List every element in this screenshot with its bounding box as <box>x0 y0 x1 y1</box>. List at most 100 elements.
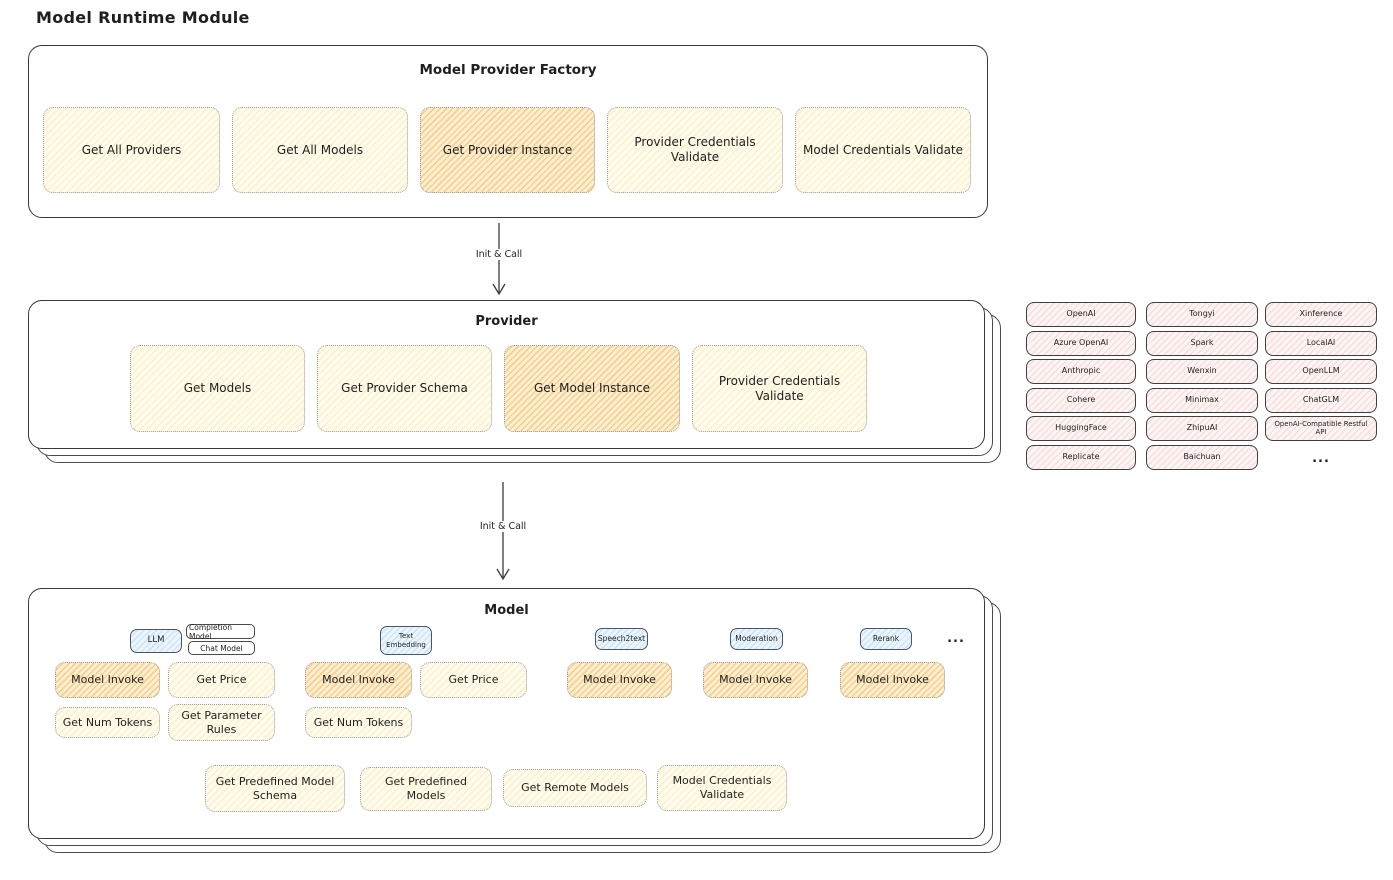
node-speech2text-model-invoke: Model Invoke <box>567 662 672 698</box>
node-model-credentials-validate-2: Model Credentials Validate <box>657 765 787 811</box>
vendor-huggingface: HuggingFace <box>1026 416 1136 441</box>
vendor-localai: LocalAI <box>1265 331 1377 356</box>
node-rerank-model-invoke: Model Invoke <box>840 662 945 698</box>
node-provider-credentials-validate: Provider Credentials Validate <box>607 107 783 193</box>
node-llm-get-num-tokens: Get Num Tokens <box>55 707 160 738</box>
node-label: Model Invoke <box>583 673 656 687</box>
node-label: Get Provider Instance <box>442 142 573 157</box>
vendor-label: OpenAI <box>1066 309 1096 319</box>
vendor-tongyi: Tongyi <box>1146 302 1258 327</box>
vendor-label: Minimax <box>1185 395 1219 405</box>
vendor-label: HuggingFace <box>1055 423 1107 433</box>
node-label: Model Invoke <box>719 673 792 687</box>
node-label: Get Parameter Rules <box>181 708 262 736</box>
badge-speech2text: Speech2text <box>595 628 648 650</box>
node-label: Get Remote Models <box>521 781 629 795</box>
vendor-openai: OpenAI <box>1026 302 1136 327</box>
node-get-provider-schema: Get Provider Schema <box>317 345 492 432</box>
node-label: Get Num Tokens <box>62 715 153 729</box>
vendor-wenxin: Wenxin <box>1146 359 1258 384</box>
node-llm-model-invoke: Model Invoke <box>55 662 160 698</box>
page-title: Model Runtime Module <box>36 8 250 27</box>
node-embedding-model-invoke: Model Invoke <box>305 662 412 698</box>
vendor-minimax: Minimax <box>1146 388 1258 413</box>
badge-moderation: Moderation <box>730 628 783 650</box>
node-label: Get Predefined Model Schema <box>215 774 335 802</box>
badge-label: Rerank <box>872 633 900 643</box>
badge-label: LLM <box>147 635 165 646</box>
node-label: Model Credentials Validate <box>672 774 772 801</box>
vendor-label: Replicate <box>1062 452 1100 462</box>
node-get-predefined-models: Get Predefined Models <box>360 767 492 811</box>
node-get-models: Get Models <box>130 345 305 432</box>
node-get-all-models: Get All Models <box>232 107 408 193</box>
vendor-azure-openai: Azure OpenAI <box>1026 331 1136 356</box>
model-box-title: Model <box>484 603 529 618</box>
vendor-label: Wenxin <box>1187 366 1217 376</box>
node-model-credentials-validate: Model Credentials Validate <box>795 107 971 193</box>
vendor-openllm: OpenLLM <box>1265 359 1377 384</box>
node-get-predefined-model-schema: Get Predefined Model Schema <box>205 765 345 812</box>
vendor-xinference: Xinference <box>1265 302 1377 327</box>
vendor-label: LocalAI <box>1306 338 1336 348</box>
node-get-provider-instance: Get Provider Instance <box>420 107 595 193</box>
vendor-list-ellipsis: ... <box>1312 451 1330 466</box>
node-label: Get Provider Schema <box>341 381 468 395</box>
vendor-label: ChatGLM <box>1302 395 1340 405</box>
badge-completion-model: Completion Model <box>186 622 255 641</box>
vendor-cohere: Cohere <box>1026 388 1136 413</box>
vendor-spark: Spark <box>1146 331 1258 356</box>
badge-label: Text Embedding <box>386 632 426 649</box>
provider-box-title: Provider <box>475 314 538 329</box>
node-get-model-instance: Get Model Instance <box>504 345 680 432</box>
init-call-label-2: Init & Call <box>475 521 531 533</box>
node-provider-credentials-validate-2: Provider Credentials Validate <box>692 345 867 432</box>
vendor-label: OpenLLM <box>1302 366 1340 376</box>
node-embedding-get-num-tokens: Get Num Tokens <box>305 707 412 738</box>
node-label: Get Models <box>183 381 252 395</box>
node-label: Get Predefined Models <box>385 775 467 802</box>
badge-chat-model: Chat Model <box>188 641 255 655</box>
badge-text-embedding: Text Embedding <box>380 626 432 655</box>
node-label: Get All Providers <box>81 142 182 157</box>
vendor-label: Xinference <box>1299 309 1343 319</box>
vendor-zhipuai: ZhipuAI <box>1146 416 1258 441</box>
node-label: Model Invoke <box>856 673 929 687</box>
vendor-label: OpenAI-Compatible Restful API <box>1274 419 1368 436</box>
vendor-anthropic: Anthropic <box>1026 359 1136 384</box>
node-get-all-providers: Get All Providers <box>43 107 220 193</box>
vendor-label: Azure OpenAI <box>1053 338 1109 348</box>
init-call-label-1: Init & Call <box>471 249 527 261</box>
node-embedding-get-price: Get Price <box>420 662 527 698</box>
badge-label: Chat Model <box>200 643 243 653</box>
node-llm-get-price: Get Price <box>168 662 275 698</box>
badge-label: Completion Model <box>189 622 232 641</box>
node-label: Provider Credentials Validate <box>634 135 756 164</box>
vendor-label: Anthropic <box>1061 366 1101 376</box>
vendor-label: Tongyi <box>1189 309 1215 319</box>
node-label: Get Num Tokens <box>313 715 404 729</box>
vendor-label: Spark <box>1190 338 1214 348</box>
node-label: Get Price <box>196 673 247 687</box>
node-label: Provider Credentials Validate <box>718 373 841 403</box>
badge-label: Moderation <box>735 633 778 643</box>
node-label: Get Price <box>448 673 499 687</box>
badge-label: Speech2text <box>597 633 646 643</box>
node-label: Model Credentials Validate <box>802 142 964 157</box>
node-llm-get-parameter-rules: Get Parameter Rules <box>168 704 275 741</box>
vendor-replicate: Replicate <box>1026 445 1136 470</box>
node-get-remote-models: Get Remote Models <box>503 769 647 807</box>
vendor-openai-compatible-restful-api: OpenAI-Compatible Restful API <box>1265 416 1377 441</box>
node-moderation-model-invoke: Model Invoke <box>703 662 808 698</box>
vendor-label: ZhipuAI <box>1186 423 1218 433</box>
badge-row-ellipsis: ... <box>947 630 965 646</box>
node-label: Model Invoke <box>322 673 395 687</box>
node-label: Model Invoke <box>71 673 144 687</box>
badge-rerank: Rerank <box>860 628 912 650</box>
factory-box-title: Model Provider Factory <box>419 62 597 78</box>
node-label: Get All Models <box>276 142 364 157</box>
vendor-chatglm: ChatGLM <box>1265 388 1377 413</box>
vendor-label: Cohere <box>1066 395 1096 405</box>
node-label: Get Model Instance <box>533 381 651 395</box>
